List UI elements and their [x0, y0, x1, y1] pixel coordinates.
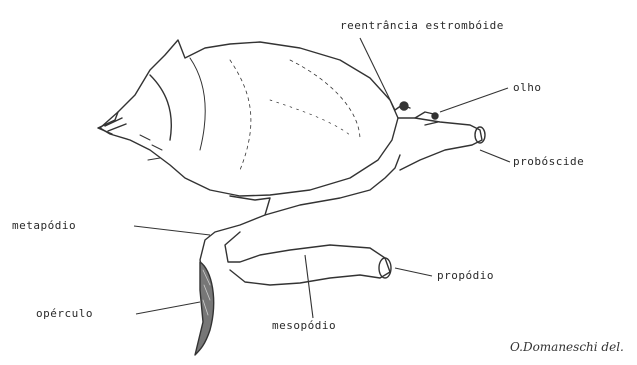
leader-mesopodio: [305, 255, 313, 318]
leader-propodio: [395, 268, 432, 276]
label-reentrancia-estromboide: reentrância estrombóide: [340, 20, 504, 31]
leader-proboscide: [480, 150, 510, 162]
leader-reentrancia: [360, 38, 395, 110]
artist-signature: O.Domaneschi del.: [510, 340, 624, 354]
leader-olho: [440, 88, 508, 112]
label-operculo: opérculo: [36, 308, 93, 319]
operculum: [195, 262, 214, 355]
label-proboscide: probóscide: [513, 156, 584, 167]
label-mesopodio: mesopódio: [272, 320, 336, 331]
label-olho: olho: [513, 82, 542, 93]
label-metapodio: metapódio: [12, 220, 76, 231]
leader-operculo: [136, 302, 200, 314]
leader-metapodio: [134, 226, 210, 235]
label-propodio: propódio: [437, 270, 494, 281]
shell-outline: [100, 40, 398, 196]
proboscis: [398, 118, 482, 170]
